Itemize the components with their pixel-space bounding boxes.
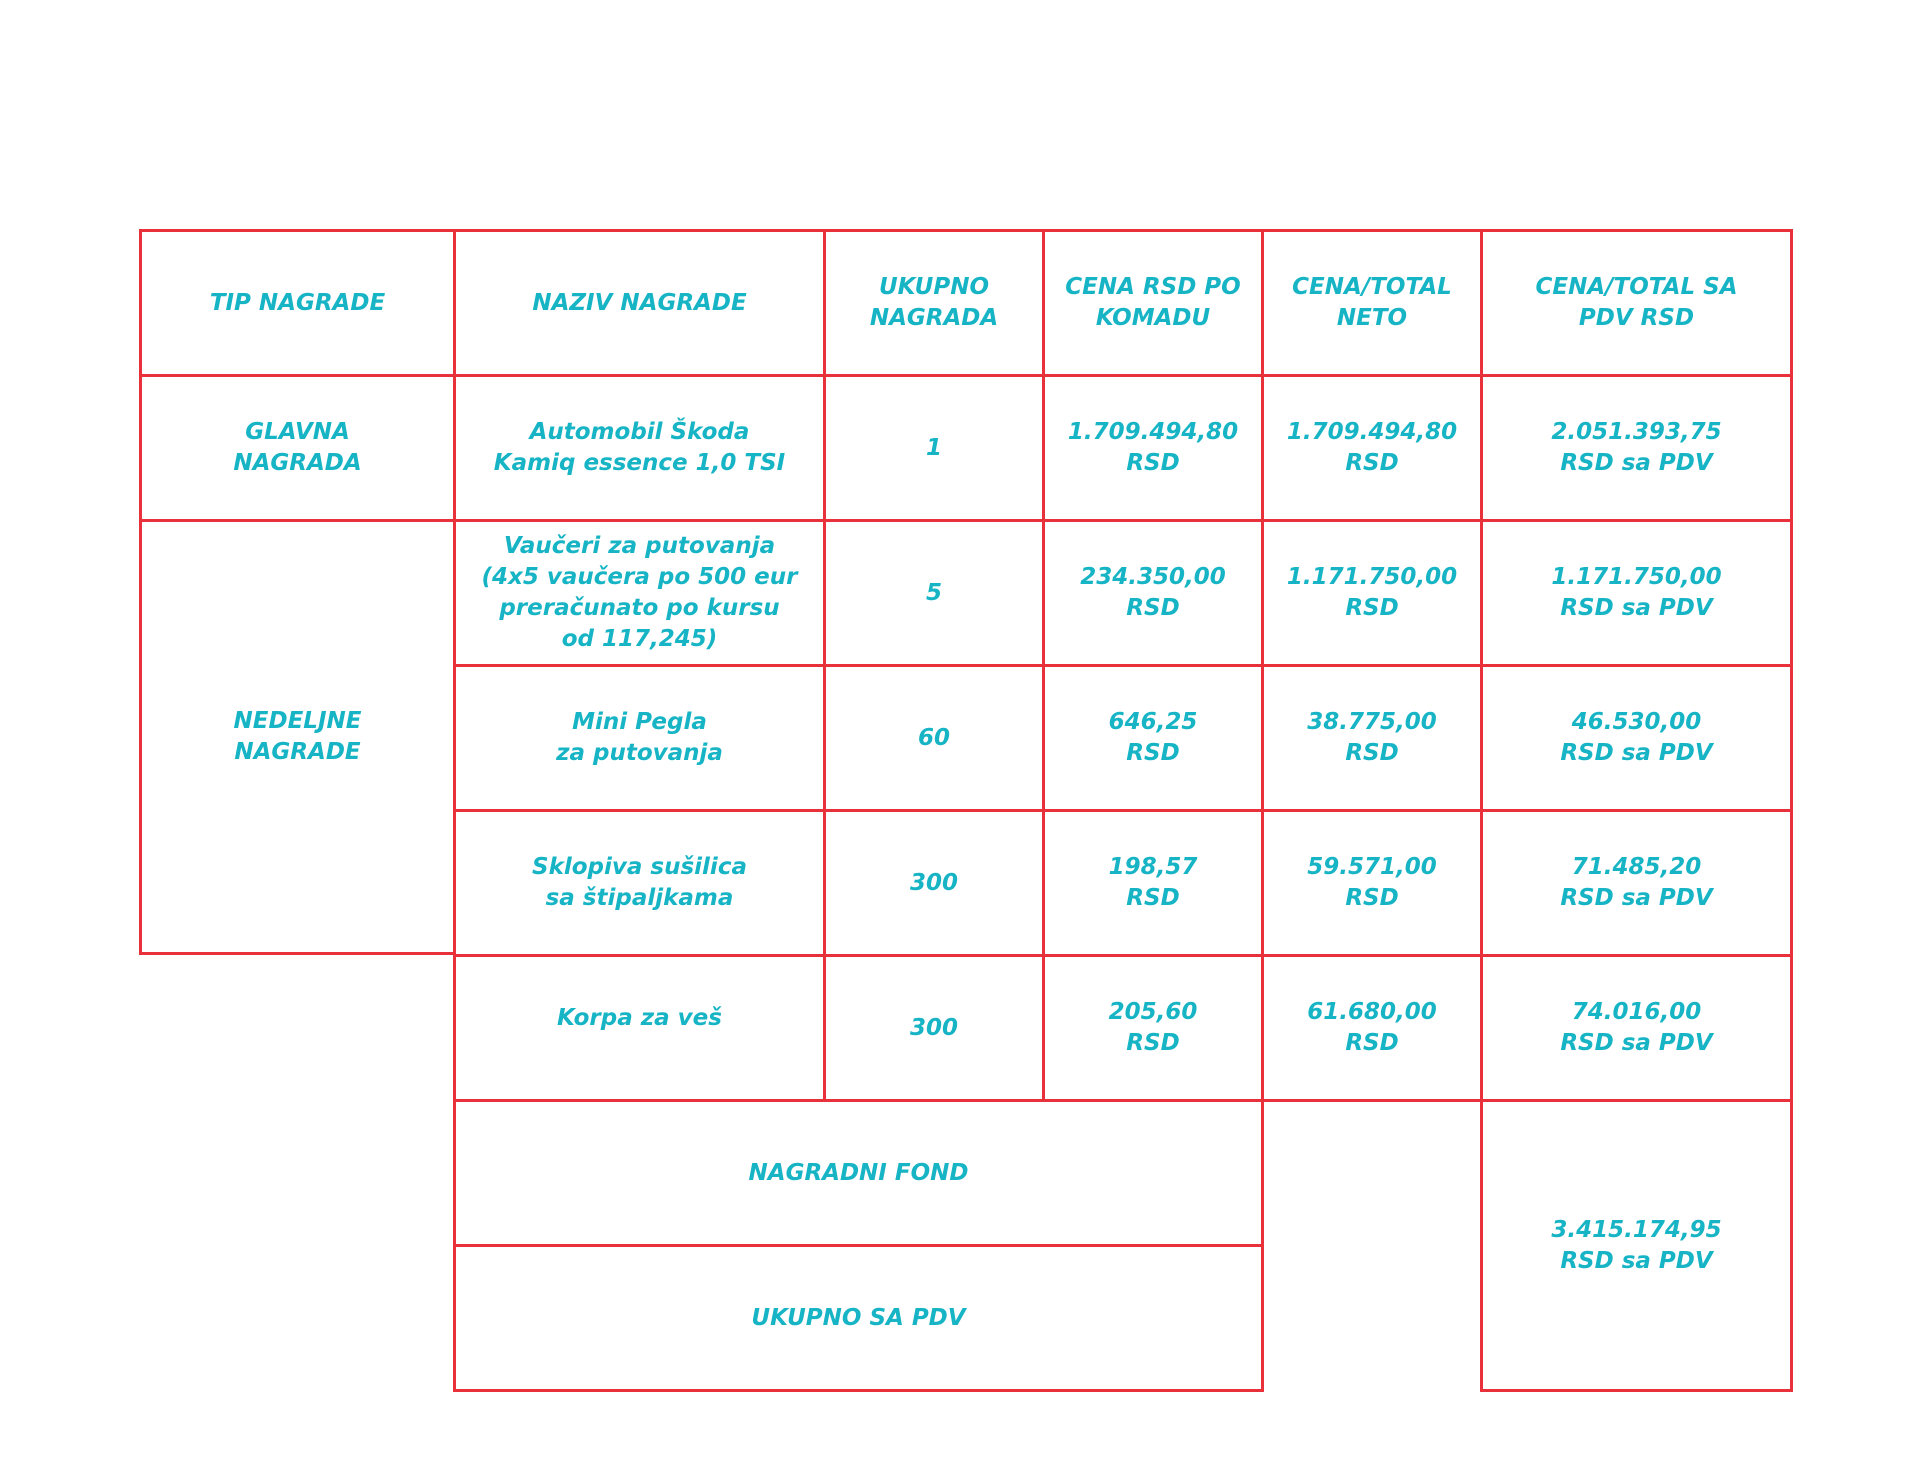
row-5-naziv: Korpa za veš xyxy=(453,954,826,1102)
row-2-pdv: 1.171.750,00 RSD sa PDV xyxy=(1480,519,1793,667)
footer-total: 3.415.174,95 RSD sa PDV xyxy=(1480,1099,1793,1392)
row-3-cena-komad: 646,25 RSD xyxy=(1042,664,1264,812)
row-1-pdv: 2.051.393,75 RSD sa PDV xyxy=(1480,374,1793,522)
row-1-naziv: Automobil Škoda Kamiq essence 1,0 TSI xyxy=(453,374,826,522)
row-1-neto: 1.709.494,80 RSD xyxy=(1261,374,1483,522)
header-cena-po-komadu: CENA RSD PO KOMADU xyxy=(1042,229,1264,377)
header-tip-nagrade: TIP NAGRADE xyxy=(139,229,456,377)
row-5-ukupno: 300 xyxy=(823,954,1045,1102)
row-3-ukupno: 60 xyxy=(823,664,1045,812)
row-4-pdv: 71.485,20 RSD sa PDV xyxy=(1480,809,1793,957)
row-1-cena-komad: 1.709.494,80 RSD xyxy=(1042,374,1264,522)
header-ukupno-nagrada: UKUPNO NAGRADA xyxy=(823,229,1045,377)
row-1-ukupno: 1 xyxy=(823,374,1045,522)
footer-ukupno-sa-pdv: UKUPNO SA PDV xyxy=(453,1244,1264,1392)
row-3-neto: 38.775,00 RSD xyxy=(1261,664,1483,812)
row-5-neto: 61.680,00 RSD xyxy=(1261,954,1483,1102)
header-cena-total-neto: CENA/TOTAL NETO xyxy=(1261,229,1483,377)
footer-nagradni-fond: NAGRADNI FOND xyxy=(453,1099,1264,1247)
row-2-naziv: Vaučeri za putovanja (4x5 vaučera po 500… xyxy=(453,519,826,667)
row-2-cena-komad: 234.350,00 RSD xyxy=(1042,519,1264,667)
row-5-pdv: 74.016,00 RSD sa PDV xyxy=(1480,954,1793,1102)
row-4-cena-komad: 198,57 RSD xyxy=(1042,809,1264,957)
group-nedeljne-nagrade: NEDELJNE NAGRADE xyxy=(139,519,456,955)
row-5-cena-komad: 205,60 RSD xyxy=(1042,954,1264,1102)
row-3-naziv: Mini Pegla za putovanja xyxy=(453,664,826,812)
header-naziv-nagrade: NAZIV NAGRADE xyxy=(453,229,826,377)
header-cena-total-pdv: CENA/TOTAL SA PDV RSD xyxy=(1480,229,1793,377)
group-glavna-nagrada: GLAVNA NAGRADA xyxy=(139,374,456,522)
row-3-pdv: 46.530,00 RSD sa PDV xyxy=(1480,664,1793,812)
row-4-neto: 59.571,00 RSD xyxy=(1261,809,1483,957)
row-2-ukupno: 5 xyxy=(823,519,1045,667)
row-4-ukupno: 300 xyxy=(823,809,1045,957)
row-2-neto: 1.171.750,00 RSD xyxy=(1261,519,1483,667)
row-4-naziv: Sklopiva sušilica sa štipaljkama xyxy=(453,809,826,957)
